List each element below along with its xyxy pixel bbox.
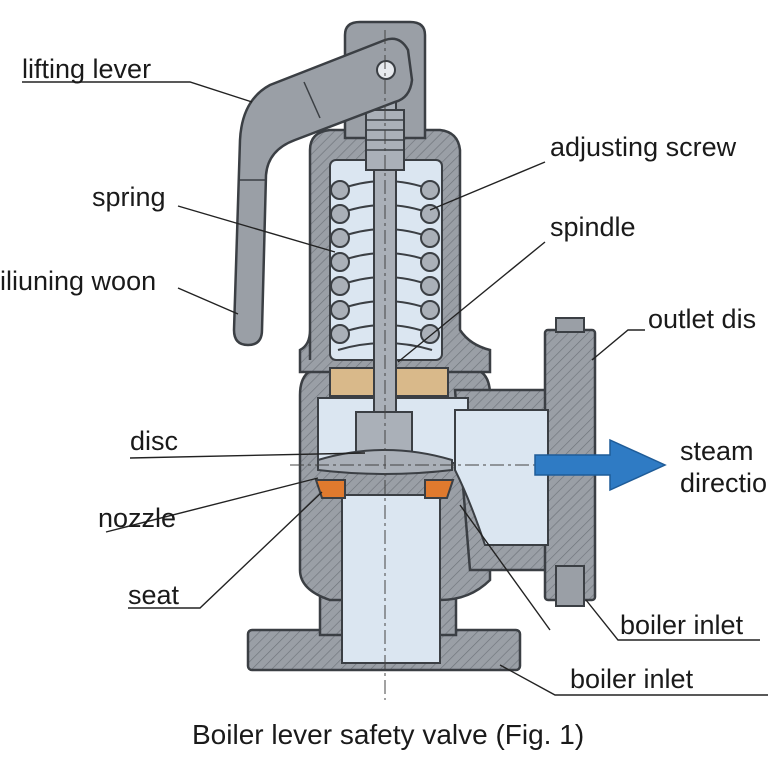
seat-rings bbox=[314, 479, 455, 499]
spindle-rod bbox=[355, 59, 413, 456]
figure-caption: Boiler lever safety valve (Fig. 1) bbox=[192, 719, 584, 750]
label-seat: seat bbox=[128, 580, 180, 610]
label-steam-direction-2: directio bbox=[680, 468, 767, 498]
label-lifting-lever: lifting lever bbox=[22, 54, 151, 84]
label-nozzle: nozzle bbox=[98, 503, 176, 533]
label-steam-direction-1: steam bbox=[680, 436, 754, 466]
label-spindle: spindle bbox=[550, 212, 636, 242]
lifting-lever-part bbox=[232, 37, 414, 347]
label-disc: disc bbox=[130, 426, 178, 456]
label-lifting-weight: iliuning woon bbox=[0, 266, 156, 296]
label-outlet: outlet dis bbox=[648, 304, 756, 334]
leader-lines bbox=[22, 81, 768, 696]
label-boiler-inlet-2: boiler inlet bbox=[570, 664, 694, 694]
label-adjusting-screw: adjusting screw bbox=[550, 132, 737, 162]
label-boiler-inlet-1: boiler inlet bbox=[620, 610, 744, 640]
steam-flow-arrow bbox=[534, 438, 667, 492]
label-spring: spring bbox=[92, 182, 166, 212]
